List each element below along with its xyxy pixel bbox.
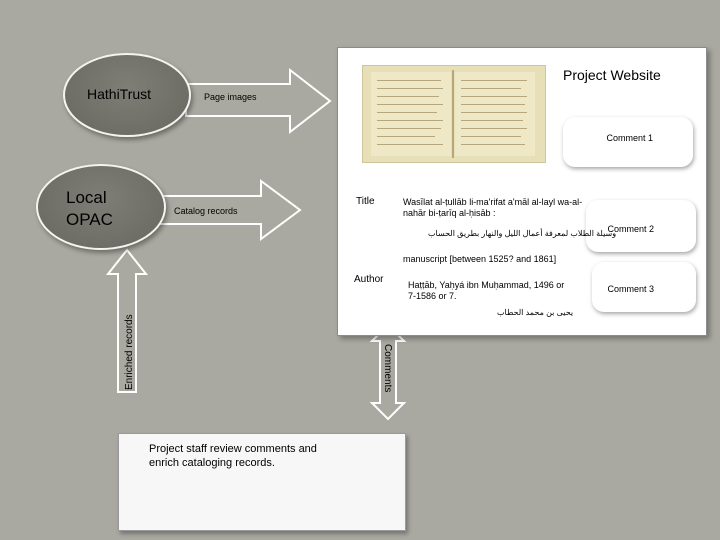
author-value-line2: 7-1586 or 7. [408,291,457,301]
manuscript-image [362,65,546,163]
comment-3: Comment 3 [592,262,696,312]
title-arabic: وسيلة الطلاب لمعرفة أعمال الليل والنهار … [428,229,616,238]
hathitrust-label: HathiTrust [87,86,151,102]
catalog-records-label: Catalog records [174,206,238,216]
page-images-label: Page images [204,92,257,102]
title-value-line1: Wasīlat al-ṭullāb li-ma'rifat a'māl al-l… [403,197,582,207]
comment-2: Comment 2 [586,200,696,252]
comments-label: Comments [382,344,393,392]
local-opac-label-line1: Local [66,188,107,208]
review-box-text: Project staff review comments and enrich… [149,442,339,470]
comment-1: Comment 1 [563,117,693,167]
local-opac-node: Local OPAC [36,164,166,250]
comment-1-label: Comment 1 [606,133,653,143]
title-value-line2: nahār bi-ṭarīq al-ḥisāb : [403,208,496,218]
comment-3-label: Comment 3 [607,284,654,294]
review-box: Project staff review comments and enrich… [118,433,406,531]
hathitrust-node: HathiTrust [63,53,191,137]
enriched-records-label: Enriched records [124,314,135,390]
manuscript-note: manuscript [between 1525? and 1861] [403,254,556,264]
project-website-title: Project Website [563,67,661,83]
local-opac-label-line2: OPAC [66,210,113,230]
author-arabic: يحيى بن محمد الحطاب [497,308,573,317]
author-value-line1: Haṭṭāb, Yaḥyá ibn Muḥammad, 1496 or [408,280,564,290]
author-label: Author [354,274,383,285]
title-label: Title [356,196,375,207]
